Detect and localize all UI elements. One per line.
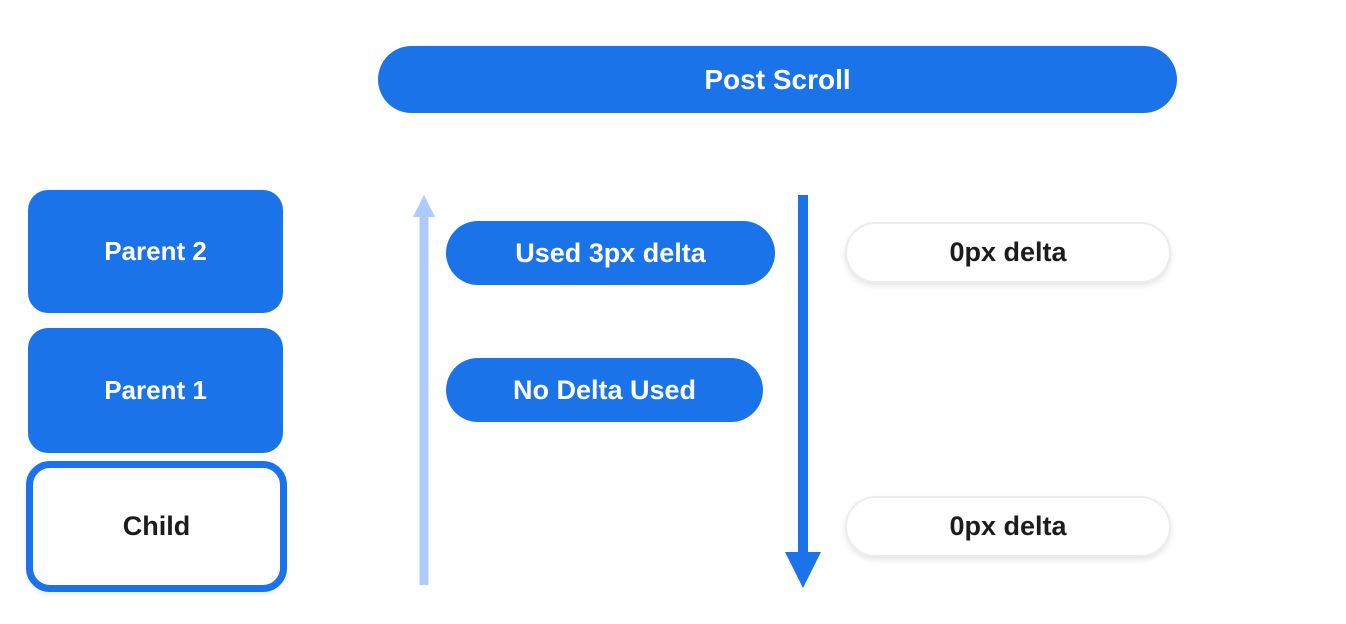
used-delta-pill: Used 3px delta [446,221,775,285]
scroll-down-arrowhead [785,552,821,588]
parent1-label: Parent 1 [104,375,207,405]
parent1-box: Parent 1 [28,328,283,453]
scroll-up-arrow-shaft [419,215,429,585]
post-scroll-header: Post Scroll [378,46,1177,113]
used-delta-label: Used 3px delta [515,237,706,268]
child-label: Child [122,511,191,541]
scroll-up-arrow-icon [404,195,444,585]
scroll-down-arrow-icon [783,195,823,588]
no-delta-label: No Delta Used [512,374,697,405]
zero-delta-top-pill: 0px delta [845,222,1171,283]
child-box: Child [26,461,287,592]
zero-delta-top-label: 0px delta [949,237,1067,267]
zero-delta-bottom-label: 0px delta [949,511,1067,541]
scroll-down-arrow-shaft [798,195,808,555]
scroll-up-arrowhead [413,195,435,217]
zero-delta-bottom-pill: 0px delta [845,496,1171,557]
parent2-box: Parent 2 [28,190,283,313]
no-delta-pill: No Delta Used [446,358,763,422]
post-scroll-header-label: Post Scroll [704,63,851,95]
parent2-label: Parent 2 [104,236,207,266]
